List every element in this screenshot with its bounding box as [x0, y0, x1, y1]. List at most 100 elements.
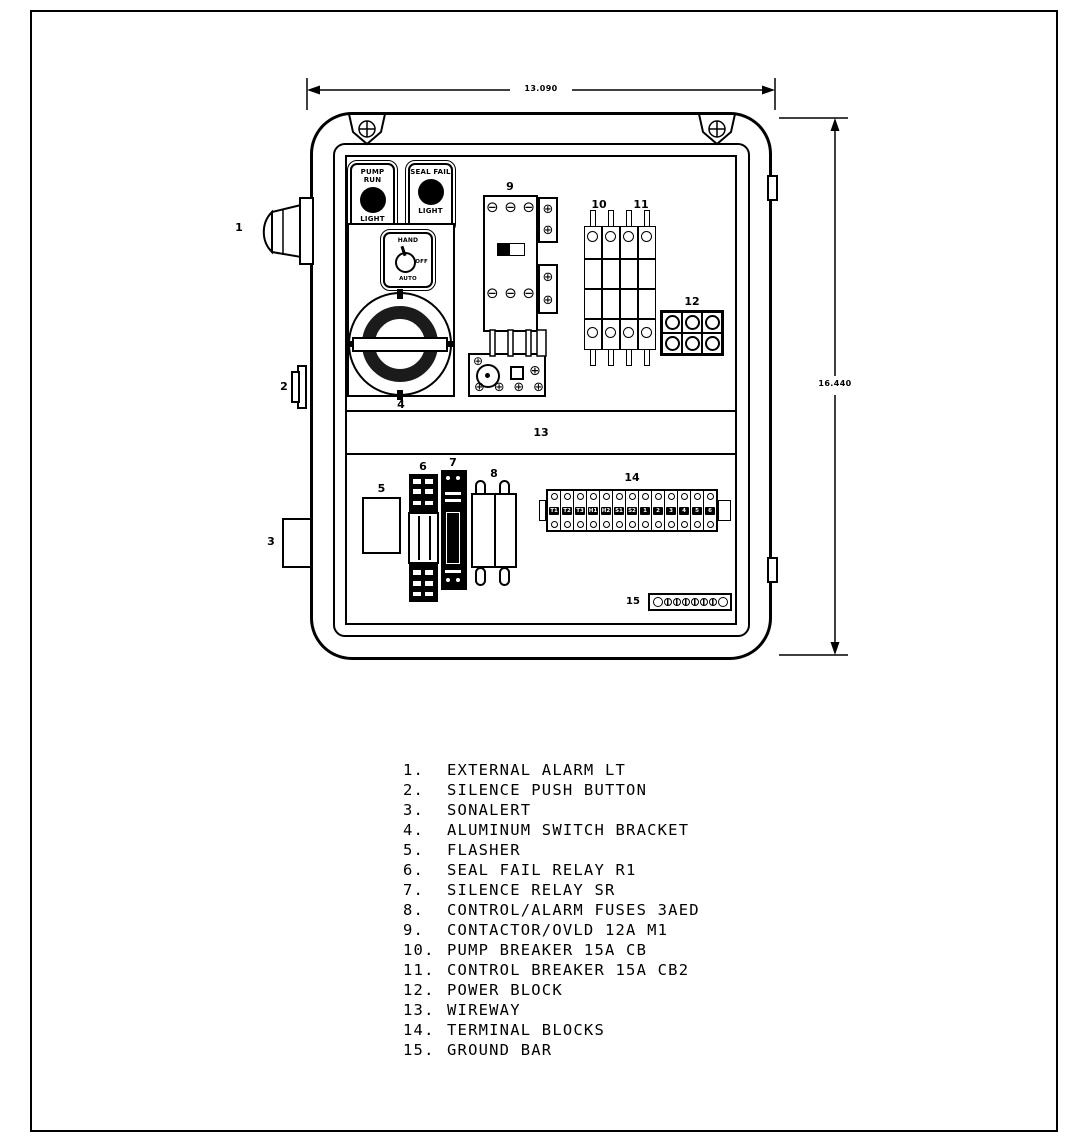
terminal-screw-icon [654, 521, 662, 528]
terminal-label: 4 [679, 506, 689, 515]
dimension-width-value: 13.090 [513, 84, 569, 94]
breaker-pole-tab [608, 349, 614, 366]
terminal-screw-icon [680, 521, 688, 528]
callout-5: 5 [377, 482, 386, 495]
fuse-post [499, 567, 510, 586]
callout-1: 1 [235, 221, 243, 234]
screw-phillips-icon: ⊕ [542, 202, 554, 217]
breaker-terminal [623, 231, 634, 242]
legend-item: 8. CONTROL/ALARM FUSES 3AED [403, 900, 700, 920]
ground-screw-icon [663, 598, 672, 606]
pump-run-caption: LIGHT [360, 215, 385, 223]
power-block [660, 310, 724, 356]
legend-label: CONTROL/ALARM FUSES 3AED [447, 901, 700, 919]
screw-phillips-icon: ⊕ [474, 380, 485, 395]
legend-item: 6.SEAL FAIL RELAY R1 [403, 860, 700, 880]
ground-screw-icon [708, 598, 717, 606]
callout-14: 14 [624, 471, 640, 484]
legend-label: SILENCE PUSH BUTTON [447, 781, 648, 799]
overload-relay: ⊕ ⊕ ⊕⊕⊕⊕ [468, 353, 546, 397]
lug-icon [684, 315, 700, 330]
relay-sr [441, 470, 467, 590]
screw-phillips-icon: ⊕ [542, 293, 554, 308]
contactor-bottom-screws: ⊖⊖⊖ [486, 286, 535, 302]
breaker-terminal [623, 327, 634, 338]
legend-number: 6. [403, 861, 425, 879]
terminal-label: T2 [562, 506, 572, 515]
terminal-screw-icon [563, 521, 571, 528]
hoa-hand-label: HAND [397, 237, 419, 244]
terminal-screw-icon [615, 493, 623, 500]
legend-number: 5. [403, 841, 425, 859]
wireway [347, 410, 735, 455]
contactor-aux-bottom: ⊕⊕ [538, 264, 558, 314]
callout-6: 6 [419, 460, 427, 473]
legend-item: 13. WIREWAY [403, 1000, 700, 1020]
screw-phillips-icon: ⊕ [529, 363, 541, 379]
terminal-block: T1 [548, 491, 561, 530]
breaker-pole-tab [590, 210, 596, 227]
power-block-cell [662, 312, 682, 333]
terminal-screw-icon [628, 493, 636, 500]
terminal-screw-icon [602, 493, 610, 500]
legend-item: 11. CONTROL BREAKER 15A CB2 [403, 960, 700, 980]
terminal-block: 1 [639, 491, 652, 530]
breaker-terminal [641, 231, 652, 242]
terminal-block: S1 [613, 491, 626, 530]
terminal-screw-icon [589, 521, 597, 528]
legend-label: CONTROL BREAKER 15A CB2 [447, 961, 690, 979]
rotary-tick-top [397, 289, 403, 299]
rotary-tick-left [345, 341, 355, 347]
legend-number: 13. [403, 1001, 435, 1019]
hoa-off-label: OFF [415, 259, 428, 265]
legend-item: 3.SONALERT [403, 800, 700, 820]
terminal-block: H2 [600, 491, 613, 530]
terminal-block: H1 [587, 491, 600, 530]
terminal-screw-icon [667, 521, 675, 528]
legend-number: 10. [403, 941, 435, 959]
legend-number: 1. [403, 761, 425, 779]
callout-9: 9 [506, 180, 514, 193]
seal-fail-lens [417, 179, 444, 205]
terminal-screw-icon [576, 493, 584, 500]
legend: 1.EXTERNAL ALARM LT 2.SILENCE PUSH BUTTO… [403, 760, 700, 1060]
rotary-switch-handle [352, 337, 448, 352]
terminal-label: 1 [640, 506, 650, 515]
legend-number: 8. [403, 901, 425, 919]
relay-r1-bottom [409, 564, 438, 602]
ground-bar [648, 593, 732, 611]
power-block-cell [662, 333, 682, 354]
screw-slotted-icon: ⊖ [486, 198, 499, 216]
contactor-aux-top: ⊕⊕ [538, 197, 558, 243]
legend-label: WIREWAY [447, 1001, 521, 1019]
terminal-screw-icon [628, 521, 636, 528]
terminal-block: 2 [652, 491, 665, 530]
legend-number: 15. [403, 1041, 435, 1059]
breaker-terminal [587, 231, 598, 242]
dimension-height-value: 16.440 [811, 379, 859, 389]
terminal-label: S2 [627, 506, 637, 515]
screw-phillips-icon: ⊕ [473, 354, 484, 368]
terminal-strip: T1 T2 T3 H1 H2 S1 S2 1 2 3 4 5 6 [546, 489, 718, 532]
legend-label: CONTACTOR/OVLD 12A M1 [447, 921, 669, 939]
pump-run-lens [359, 187, 386, 213]
legend-item: 15.GROUND BAR [403, 1040, 700, 1060]
power-block-cell [682, 312, 702, 333]
callout-4: 4 [397, 398, 405, 411]
lug-icon [704, 336, 720, 351]
breaker-pole-tab [644, 210, 650, 227]
terminal-label: 2 [653, 506, 663, 515]
flasher [362, 497, 401, 554]
overload-dial [476, 364, 500, 388]
power-block-cell [682, 333, 702, 354]
hoa-switch-plate: HAND OFF AUTO [380, 229, 436, 291]
overload-window [510, 366, 524, 380]
seal-fail-caption: LIGHT [418, 207, 443, 215]
hoa-auto-label: AUTO [399, 276, 417, 282]
terminal-screw-icon [667, 493, 675, 500]
terminal-block: T2 [561, 491, 574, 530]
contactor-window-flag [498, 244, 510, 255]
terminal-block: 6 [704, 491, 716, 530]
terminal-strip-end [718, 500, 731, 521]
legend-number: 11. [403, 961, 435, 979]
